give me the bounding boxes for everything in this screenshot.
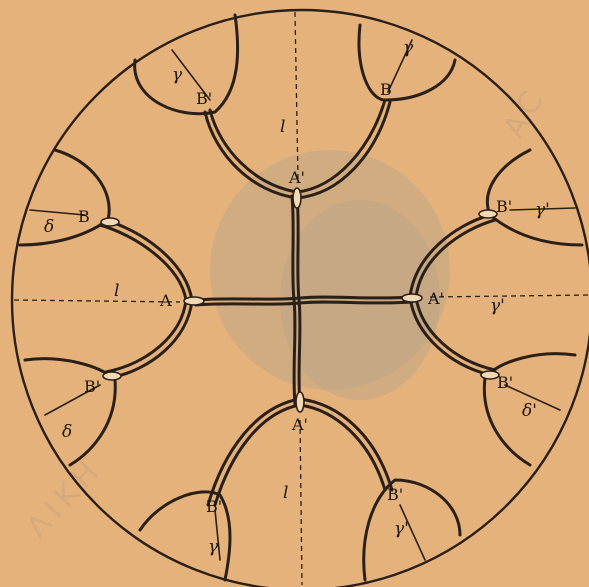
label-gamma-bottom-left: γ: [208, 537, 219, 557]
watermark-text-upper: AC: [497, 81, 554, 144]
label-delta-left-bottom: δ: [62, 422, 72, 442]
cell-top-left: [135, 15, 238, 114]
node-top: [293, 188, 301, 208]
label-A-prime-right: A': [427, 289, 444, 308]
label-l-left: l: [114, 281, 119, 301]
label-A-prime-top: A': [288, 168, 305, 187]
label-A-prime-bottom: A': [291, 415, 308, 434]
node-bottom: [296, 392, 304, 412]
arch-left-2: [100, 225, 186, 372]
label-B-prime-left-bottom: B': [84, 377, 100, 396]
label-B-prime-right-bottom: B': [497, 373, 513, 392]
label-B-prime-top-left: B': [196, 89, 212, 108]
label-l-top: l: [280, 117, 285, 137]
label-A-left: A: [159, 291, 172, 310]
label-gamma-prime-bottom-right: γ': [394, 519, 409, 539]
label-gamma-top-right: γ: [403, 38, 414, 58]
node-right: [402, 294, 422, 302]
axis-left: [14, 300, 180, 302]
label-B-prime-right-top: B': [496, 197, 512, 216]
label-B-left-top: B: [78, 207, 90, 226]
label-gamma-prime-right-top: γ': [535, 200, 550, 220]
node-left: [184, 297, 204, 305]
label-B-prime-bottom-left: B': [206, 497, 222, 516]
label-B-prime-bottom-right: B': [387, 485, 403, 504]
label-B-top-right: B: [380, 80, 392, 99]
node-left-bottom: [103, 372, 121, 380]
cell-left-bottom: [25, 359, 115, 465]
node-right-top: [479, 210, 497, 218]
label-gamma-prime-right: γ': [490, 296, 505, 316]
label-gamma-top-left: γ: [172, 65, 183, 85]
cell-top-right: [359, 25, 455, 100]
label-delta-prime-right-bottom: δ': [522, 401, 537, 421]
label-l-bottom: l: [283, 483, 288, 503]
label-delta-left-top: δ: [44, 217, 54, 237]
node-left-top: [101, 218, 119, 226]
axis-bottom: [300, 420, 302, 585]
axis-right: [430, 295, 589, 297]
cell-left-top: [20, 150, 109, 245]
tick-left-top: [30, 210, 85, 215]
